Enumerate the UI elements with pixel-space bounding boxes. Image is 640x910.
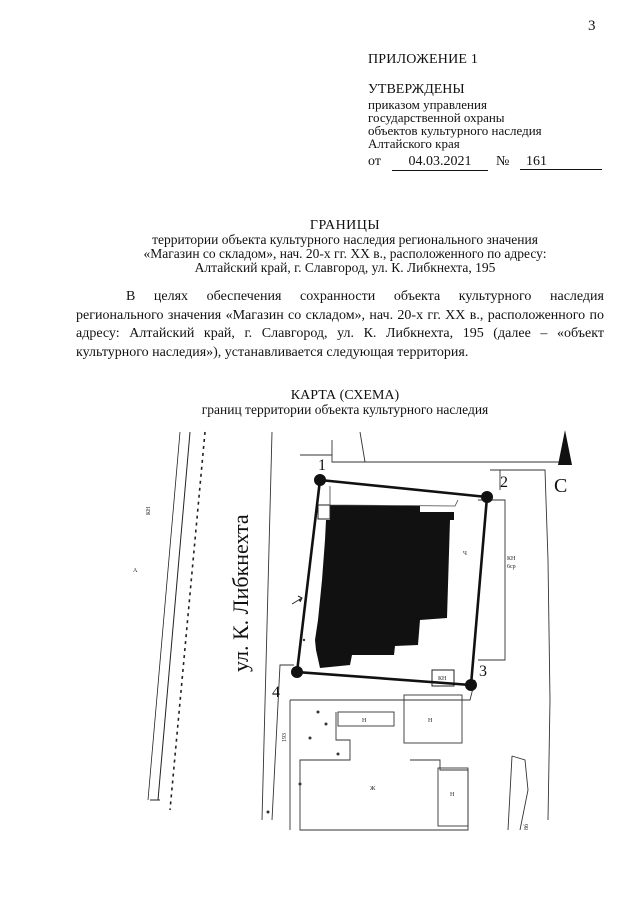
approved-line: государственной охраны xyxy=(368,110,505,125)
vertex-label-4: 4 xyxy=(272,684,280,701)
boundary-inner-line xyxy=(329,486,459,507)
approved-line: приказом управления xyxy=(368,97,487,112)
vertex-label-1: 1 xyxy=(318,457,326,474)
vertex-label-3: 3 xyxy=(479,663,487,680)
heading-line: территории объекта культурного наследия … xyxy=(152,232,538,247)
site-map-drawing: 1 2 3 4 ул. К. Либкнехта С КН А КН 6ср К… xyxy=(133,430,572,831)
north-arrow-icon xyxy=(558,430,572,465)
document-heading: ГРАНИЦЫ территории объекта культурного н… xyxy=(60,218,630,275)
map-title: КАРТА (СХЕМА) xyxy=(290,388,400,403)
from-label: от xyxy=(368,154,381,169)
map-label-h1: Н xyxy=(362,718,367,724)
parcel-lines xyxy=(261,431,570,831)
heading-line: Алтайский край, г. Славгород, ул. К. Либ… xyxy=(194,260,496,275)
order-number: 161 xyxy=(520,154,602,170)
approved-line: Алтайского края xyxy=(368,136,460,151)
street-edge-lines xyxy=(147,431,206,811)
map-label-h3: Н xyxy=(450,792,455,798)
approval-block: ПРИЛОЖЕНИЕ 1 УТВЕРЖДЕНЫ приказом управле… xyxy=(368,52,618,172)
map-label-a: А xyxy=(133,568,138,574)
building-footprint xyxy=(315,504,455,687)
map-label-num-right: 8б xyxy=(523,824,530,830)
vertex-label-2: 2 xyxy=(500,474,508,491)
street-label: ул. К. Либкнехта xyxy=(228,514,253,672)
number-label: № xyxy=(496,154,510,169)
north-label: С xyxy=(554,475,567,497)
map-label-kn-bottom: КН xyxy=(438,676,447,682)
approved-line: объектов культурного наследия xyxy=(368,123,542,138)
map-label-zh: Ж xyxy=(370,786,376,792)
page-number: 3 xyxy=(588,18,596,34)
site-map: 1 2 3 4 ул. К. Либкнехта С КН А КН 6ср К… xyxy=(100,418,640,905)
appendix-title: ПРИЛОЖЕНИЕ 1 xyxy=(368,52,479,67)
order-reference: от 04.03.2021 № 161 xyxy=(368,152,618,172)
map-label-num-left: 193 xyxy=(282,733,288,742)
map-dots xyxy=(266,598,340,814)
order-date: 04.03.2021 xyxy=(392,154,488,171)
approved-title: УТВЕРЖДЕНЫ xyxy=(368,82,465,97)
door-arrow-icon xyxy=(291,595,303,605)
map-label-kn-right-sub: 6ср xyxy=(507,564,516,570)
heading-title: ГРАНИЦЫ xyxy=(309,218,381,233)
map-heading: КАРТА (СХЕМА) границ территории объекта … xyxy=(60,388,630,417)
map-label-h2: Н xyxy=(428,718,433,724)
map-label-kn-left: КН xyxy=(146,506,152,515)
map-label-ch: Ч xyxy=(463,551,467,557)
body-paragraph: В целях обеспечения сохранности объекта … xyxy=(76,289,604,360)
map-subtitle: границ территории объекта культурного на… xyxy=(201,402,489,417)
boundary-vertices xyxy=(291,474,493,691)
map-label-kn-right: КН xyxy=(507,556,516,562)
heading-line: «Магазин со складом», нач. 20-х гг. XX в… xyxy=(143,246,547,261)
